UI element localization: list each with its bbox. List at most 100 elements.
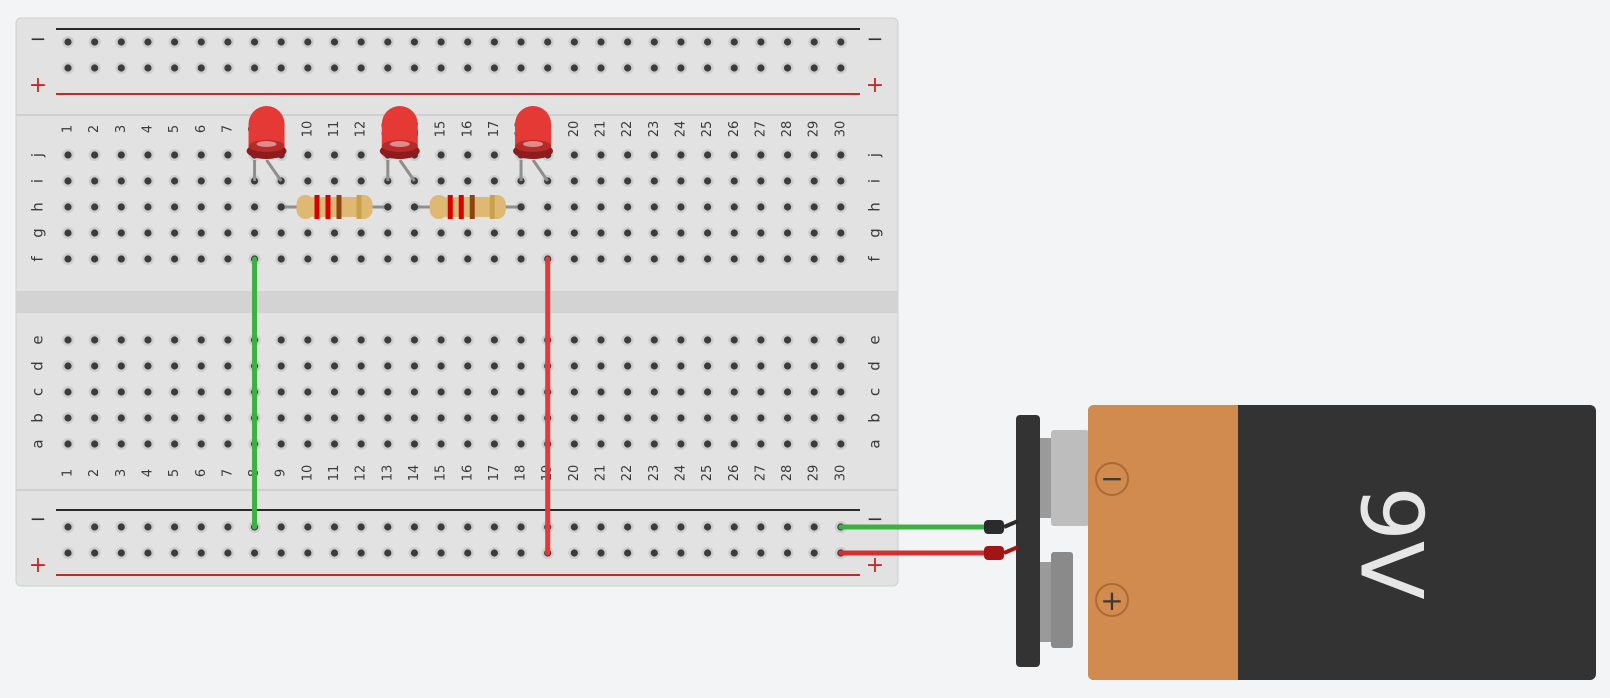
terminal-hole[interactable] [730,362,738,370]
rail-hole[interactable] [570,523,578,531]
terminal-hole[interactable] [757,151,765,159]
terminal-hole[interactable] [464,414,472,422]
breadboard[interactable]: 1122334455667788991010111112121313141415… [15,17,899,587]
rail-hole[interactable] [570,549,578,557]
terminal-hole[interactable] [171,440,179,448]
rail-hole[interactable] [437,549,445,557]
terminal-hole[interactable] [64,255,72,263]
terminal-hole[interactable] [570,414,578,422]
terminal-hole[interactable] [117,414,125,422]
terminal-hole[interactable] [810,255,818,263]
rail-hole[interactable] [517,549,525,557]
terminal-hole[interactable] [490,336,498,344]
rail-hole[interactable] [464,549,472,557]
terminal-hole[interactable] [224,151,232,159]
terminal-hole[interactable] [144,336,152,344]
rail-hole[interactable] [517,38,525,46]
terminal-hole[interactable] [171,362,179,370]
terminal-hole[interactable] [650,336,658,344]
rail-hole[interactable] [517,523,525,531]
terminal-hole[interactable] [570,440,578,448]
terminal-hole[interactable] [783,229,792,237]
terminal-hole[interactable] [517,388,525,396]
terminal-hole[interactable] [837,336,845,344]
terminal-hole[interactable] [117,440,125,448]
rail-hole[interactable] [650,549,658,557]
terminal-hole[interactable] [224,229,232,237]
rail-hole[interactable] [224,38,232,46]
terminal-hole[interactable] [91,203,99,211]
rail-hole[interactable] [171,549,179,557]
terminal-hole[interactable] [277,336,285,344]
terminal-hole[interactable] [171,229,179,237]
terminal-hole[interactable] [757,177,765,185]
terminal-hole[interactable] [304,388,312,396]
rail-hole[interactable] [330,523,339,531]
terminal-hole[interactable] [837,388,845,396]
terminal-hole[interactable] [490,440,498,448]
terminal-hole[interactable] [597,177,605,185]
terminal-hole[interactable] [650,362,658,370]
terminal-hole[interactable] [91,362,99,370]
terminal-hole[interactable] [570,203,578,211]
rail-hole[interactable] [783,64,792,72]
rail-hole[interactable] [64,64,72,72]
terminal-hole[interactable] [117,229,125,237]
terminal-hole[interactable] [704,388,712,396]
terminal-hole[interactable] [704,336,712,344]
rail-hole[interactable] [357,523,365,531]
terminal-hole[interactable] [197,388,205,396]
terminal-hole[interactable] [837,255,845,263]
terminal-hole[interactable] [490,362,498,370]
terminal-hole[interactable] [197,414,205,422]
terminal-hole[interactable] [517,440,525,448]
terminal-hole[interactable] [597,414,605,422]
terminal-hole[interactable] [437,255,445,263]
terminal-hole[interactable] [357,255,365,263]
terminal-hole[interactable] [783,362,792,370]
terminal-hole[interactable] [277,440,285,448]
rail-hole[interactable] [757,38,765,46]
rail-hole[interactable] [357,549,365,557]
terminal-hole[interactable] [410,388,419,396]
terminal-hole[interactable] [330,362,339,370]
terminal-hole[interactable] [171,177,179,185]
terminal-hole[interactable] [837,440,845,448]
terminal-hole[interactable] [197,336,205,344]
terminal-hole[interactable] [171,255,179,263]
terminal-hole[interactable] [704,177,712,185]
terminal-hole[interactable] [837,229,845,237]
rail-hole[interactable] [384,64,392,72]
terminal-hole[interactable] [624,177,632,185]
terminal-hole[interactable] [330,255,339,263]
terminal-hole[interactable] [677,362,685,370]
terminal-hole[interactable] [410,414,419,422]
rail-hole[interactable] [783,523,792,531]
rail-hole[interactable] [117,549,125,557]
terminal-hole[interactable] [277,388,285,396]
terminal-hole[interactable] [64,203,72,211]
terminal-hole[interactable] [570,336,578,344]
terminal-hole[interactable] [117,151,125,159]
terminal-hole[interactable] [384,229,392,237]
terminal-hole[interactable] [677,255,685,263]
terminal-hole[interactable] [810,440,818,448]
terminal-hole[interactable] [704,151,712,159]
rail-hole[interactable] [171,523,179,531]
terminal-hole[interactable] [464,440,472,448]
rail-hole[interactable] [171,38,179,46]
terminal-hole[interactable] [171,414,179,422]
rail-hole[interactable] [384,523,392,531]
terminal-hole[interactable] [570,388,578,396]
rail-hole[interactable] [783,38,792,46]
terminal-hole[interactable] [730,388,738,396]
terminal-hole[interactable] [197,203,205,211]
rail-hole[interactable] [277,64,285,72]
terminal-hole[interactable] [224,440,232,448]
rail-hole[interactable] [810,549,818,557]
terminal-hole[interactable] [304,362,312,370]
terminal-hole[interactable] [357,151,365,159]
terminal-hole[interactable] [304,229,312,237]
rail-hole[interactable] [250,64,259,72]
terminal-hole[interactable] [517,336,525,344]
